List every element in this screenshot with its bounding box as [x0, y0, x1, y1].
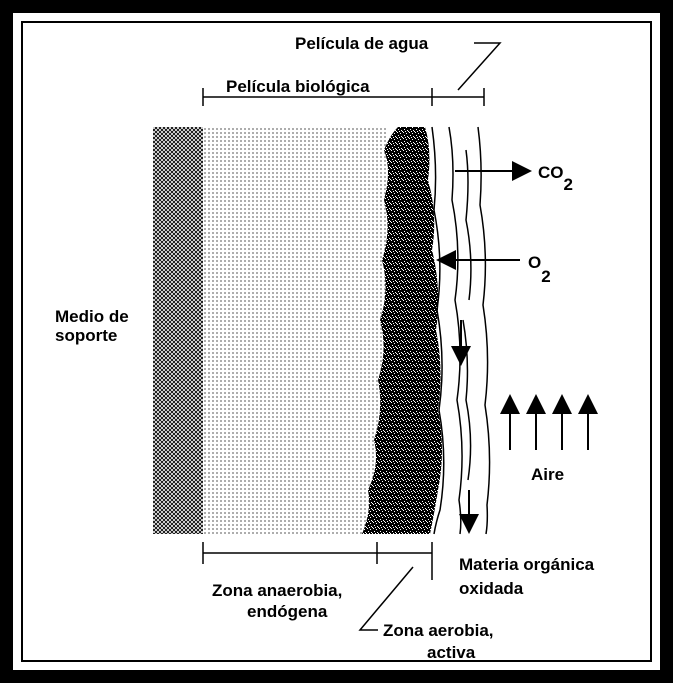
- zone-bracket: [202, 542, 433, 631]
- oxidized-label-line2: oxidada: [459, 579, 524, 598]
- biofilm-label: Película biológica: [226, 77, 370, 96]
- aerobic-zone: [362, 127, 442, 534]
- co2-label: CO2: [538, 163, 573, 194]
- water-film: [431, 126, 491, 535]
- water-film-bracket: [431, 42, 502, 106]
- anaerobic-zone: [203, 127, 388, 534]
- support-medium: [153, 127, 203, 534]
- air-label: Aire: [531, 465, 564, 484]
- air-arrows: [500, 394, 598, 450]
- anaerobic-label-line2: endógena: [247, 602, 328, 621]
- o2-label: O2: [528, 253, 551, 286]
- support-label-line2: soporte: [55, 326, 117, 345]
- support-label-line1: Medio de: [55, 307, 129, 326]
- water-film-label: Película de agua: [295, 34, 429, 53]
- biofilm-bracket: [202, 88, 432, 106]
- aerobic-label-line1: Zona aerobia,: [383, 621, 494, 640]
- anaerobic-label-line1: Zona anaerobia,: [212, 581, 342, 600]
- aerobic-label-line2: activa: [427, 643, 476, 662]
- oxidized-label-line1: Materia orgánica: [459, 555, 595, 574]
